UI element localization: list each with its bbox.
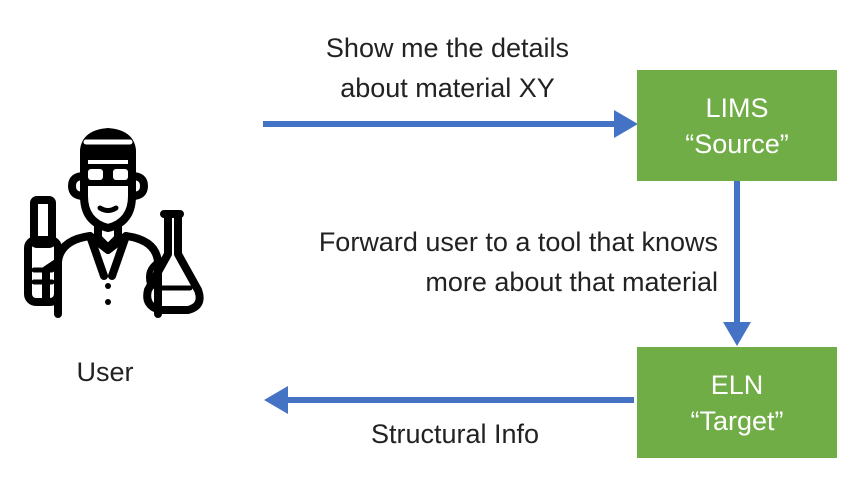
scientist-icon: [24, 128, 204, 318]
request-arrow: [263, 110, 638, 138]
forward-message-line-2: more about that material: [425, 267, 718, 297]
lims-source-name: LIMS: [705, 92, 769, 123]
response-arrow: [264, 386, 634, 414]
structural-info-message: Structural Info: [370, 419, 540, 449]
lims-source-box: LIMS “Source”: [637, 70, 837, 181]
request-message: Show me the details about material XY: [250, 28, 645, 108]
forward-arrow: [723, 181, 751, 346]
eln-target-name: ELN: [710, 369, 764, 400]
lims-source-role: “Source”: [685, 128, 789, 159]
eln-target-role: “Target”: [690, 405, 784, 436]
request-message-line-1: Show me the details: [325, 33, 570, 63]
forward-message: Forward user to a tool that knows more a…: [210, 222, 718, 302]
user-label: User: [76, 357, 134, 387]
request-message-line-2: about material XY: [340, 73, 555, 103]
eln-target-box: ELN “Target”: [637, 347, 837, 458]
forward-message-line-1: Forward user to a tool that knows: [318, 227, 718, 257]
